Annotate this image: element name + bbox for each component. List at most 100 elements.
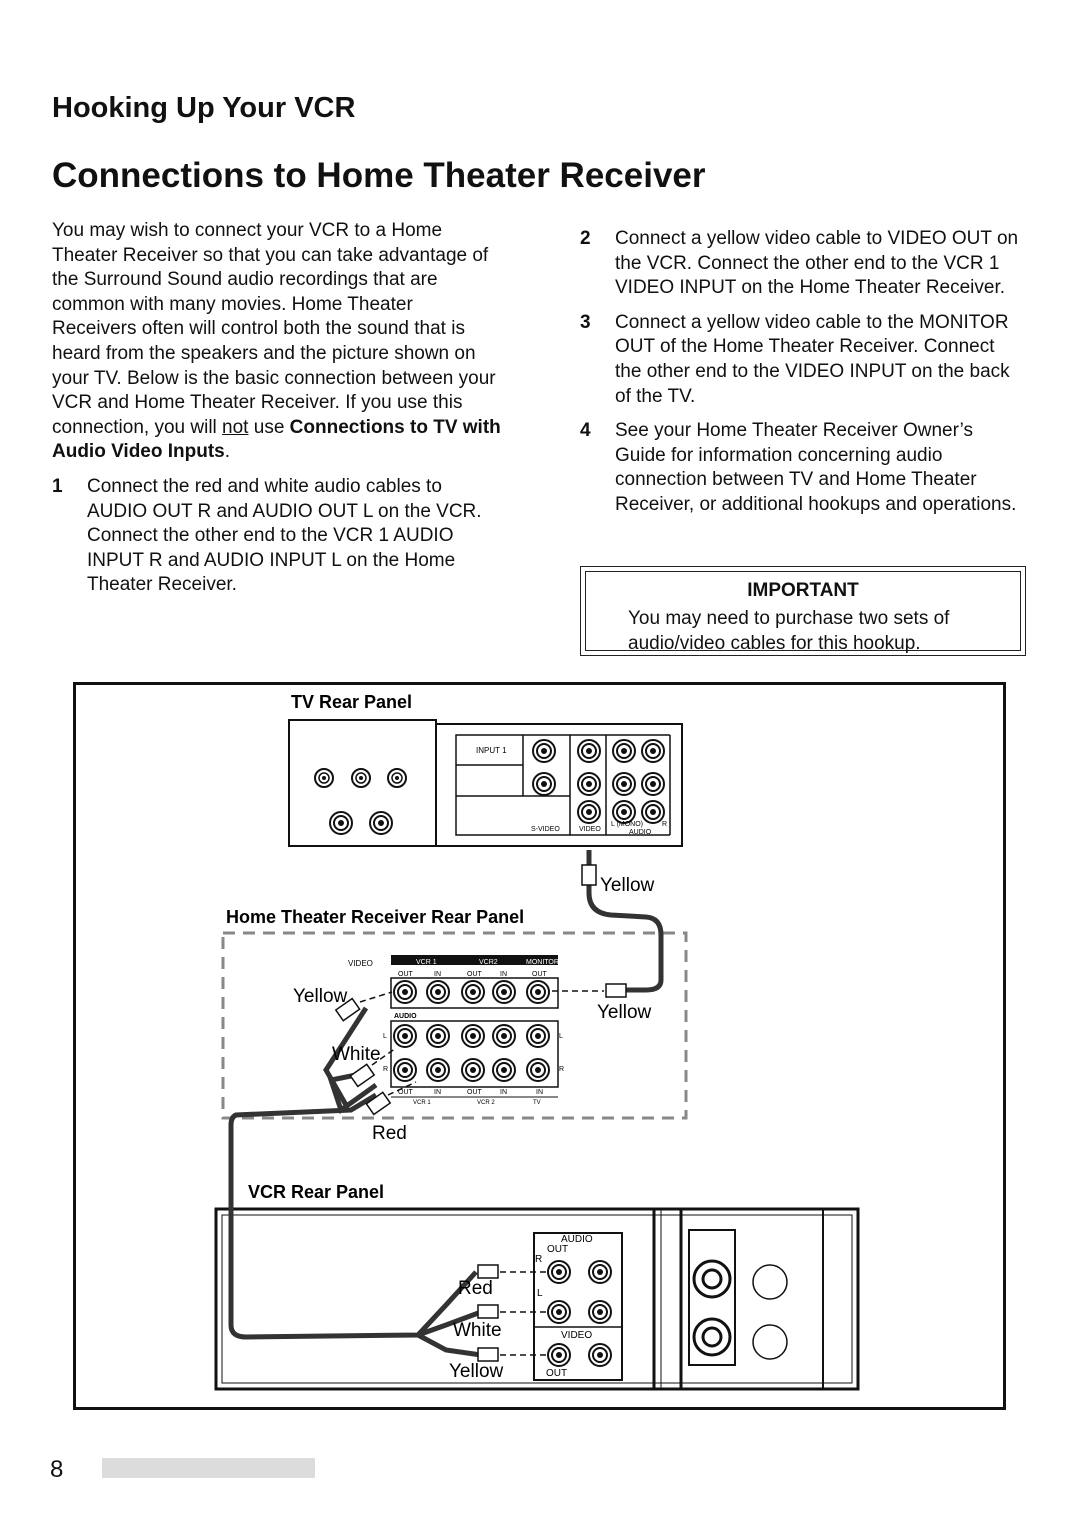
cable-label-yellow: Yellow	[449, 1361, 504, 1382]
vcr-video-out	[547, 1343, 571, 1367]
rx-l-label: L	[383, 1033, 387, 1040]
vcr-round-port-2	[752, 1324, 788, 1360]
tv-input-label: INPUT 1	[476, 746, 507, 755]
rx-audio-jack-8	[461, 1058, 485, 1082]
rx-in-label: IN	[536, 1089, 543, 1096]
rx-l-label: L	[559, 1033, 563, 1040]
rx-r-label: R	[383, 1066, 388, 1073]
tv-video-jack-1	[577, 739, 601, 763]
rx-vcr2-bottom-label: VCR 2	[477, 1100, 495, 1106]
vcr-audio-out-r	[547, 1260, 571, 1284]
footer-bar	[102, 1458, 315, 1478]
section-title: Hooking Up Your VCR	[52, 92, 356, 124]
step-1: 1 Connect the red and white audio cables…	[52, 475, 502, 598]
tv-audio-jack-6	[641, 800, 665, 824]
vcr-rear-panel: AUDIO OUT R L VIDEO OUT	[214, 1207, 860, 1391]
tv-jack-4	[329, 811, 353, 835]
rx-audio-label: AUDIO	[394, 1013, 417, 1020]
tv-mono-label: L (MONO)	[611, 821, 643, 828]
vcr-panel-label: VCR Rear Panel	[248, 1182, 384, 1202]
tv-svideo-jack-1	[532, 739, 556, 763]
page-title: Connections to Home Theater Receiver	[52, 156, 706, 195]
tv-audio-jack-3	[612, 772, 636, 796]
step-text: Connect a yellow video cable to VIDEO OU…	[615, 228, 1019, 299]
rx-out-label: OUT	[467, 971, 483, 978]
cable-vcr-to-receiver	[228, 991, 546, 1362]
vcr-r-label: R	[535, 1254, 542, 1265]
intro-end: .	[224, 441, 231, 463]
intro-text: You may wish to connect your VCR to a Ho…	[52, 220, 496, 438]
rx-out-label: OUT	[398, 1089, 414, 1096]
cable-label-yellow: Yellow	[597, 1002, 652, 1023]
tv-audio-jack-1	[612, 739, 636, 763]
cable-tv-to-receiver	[552, 850, 664, 998]
tv-jack-5	[369, 811, 393, 835]
cable-label-red: Red	[372, 1123, 407, 1144]
vcr-audio-in-l	[588, 1300, 612, 1324]
cable-label-yellow: Yellow	[600, 875, 655, 896]
rx-vcr1-bottom-label: VCR 1	[413, 1100, 431, 1106]
rx-in-label: IN	[434, 1089, 441, 1096]
tv-svideo-jack-2	[532, 772, 556, 796]
intro-not: not	[222, 416, 249, 438]
cable-label-white: White	[332, 1044, 381, 1065]
vcr-rf-in-jack	[692, 1259, 732, 1299]
rx-in-label: IN	[500, 971, 507, 978]
vcr-round-port-1	[752, 1264, 788, 1300]
intro-use: use	[248, 416, 290, 438]
tv-rear-panel: INPUT 1 S-VIDEO VIDEO L (MONO) R AUDIO	[288, 719, 683, 847]
important-text: You may need to purchase two sets of aud…	[628, 608, 950, 654]
tv-video-jack-3	[577, 800, 601, 824]
step-number: 4	[580, 420, 591, 442]
rx-audio-jack-1	[393, 1024, 417, 1048]
rx-audio-jack-2	[426, 1024, 450, 1048]
tv-jack-2	[351, 768, 371, 788]
rx-video-label: VIDEO	[348, 959, 373, 968]
step-3: 3 Connect a yellow video cable to the MO…	[580, 311, 1025, 409]
rx-monitor-label: MONITOR	[526, 959, 559, 966]
step-number: 3	[580, 311, 591, 333]
rx-audio-jack-10	[526, 1058, 550, 1082]
step-2: 2 Connect a yellow video cable to VIDEO …	[580, 227, 1025, 301]
rx-audio-jack-7	[426, 1058, 450, 1082]
rx-monitor-out	[526, 980, 550, 1004]
vcr-out-label: OUT	[547, 1244, 568, 1255]
step-number: 1	[52, 475, 63, 497]
vcr-l-label: L	[537, 1288, 543, 1299]
left-column: You may wish to connect your VCR to a Ho…	[52, 219, 502, 598]
rx-tv-label: TV	[533, 1100, 541, 1106]
vcr-video-in	[588, 1343, 612, 1367]
tv-video-label: VIDEO	[579, 826, 601, 833]
hookup-diagram-svg: TV Rear Panel INPUT 1	[214, 692, 860, 1391]
tv-video-jack-2	[577, 772, 601, 796]
rx-in-label: IN	[500, 1089, 507, 1096]
tv-audio-jack-2	[641, 739, 665, 763]
step-text: Connect a yellow video cable to the MONI…	[615, 311, 1010, 407]
tv-panel-label: TV Rear Panel	[291, 692, 412, 712]
rx-vcr1-video-out	[393, 980, 417, 1004]
step-text: See your Home Theater Receiver Owner’s G…	[615, 420, 1017, 515]
rx-vcr2-label: VCR2	[479, 959, 498, 966]
cable-label-yellow: Yellow	[293, 986, 348, 1007]
vcr-audio-out-l	[547, 1300, 571, 1324]
step-number: 2	[580, 228, 591, 249]
rx-audio-jack-3	[461, 1024, 485, 1048]
step-text: Connect the red and white audio cables t…	[87, 475, 482, 596]
rx-out-label: OUT	[467, 1089, 483, 1096]
cable-label-red: Red	[458, 1278, 493, 1299]
tv-jack-3	[387, 768, 407, 788]
intro-reference: Connections to TV with Audio Video Input…	[52, 416, 501, 463]
rx-out-label: OUT	[398, 971, 414, 978]
vcr-rf-out-jack	[692, 1317, 732, 1357]
tv-audio-jack-5	[612, 800, 636, 824]
rx-vcr1-video-in	[426, 980, 450, 1004]
important-box: IMPORTANT You may need to purchase two s…	[580, 566, 1026, 656]
receiver-panel-label: Home Theater Receiver Rear Panel	[226, 907, 524, 927]
tv-svideo-label: S-VIDEO	[531, 826, 560, 833]
rx-audio-jack-9	[492, 1058, 516, 1082]
tv-audio-jack-4	[641, 772, 665, 796]
tv-r-label: R	[662, 821, 667, 828]
vcr-video-label: VIDEO	[561, 1330, 592, 1341]
right-column: 2 Connect a yellow video cable to VIDEO …	[580, 217, 1025, 518]
tv-audio-label: AUDIO	[629, 829, 652, 836]
